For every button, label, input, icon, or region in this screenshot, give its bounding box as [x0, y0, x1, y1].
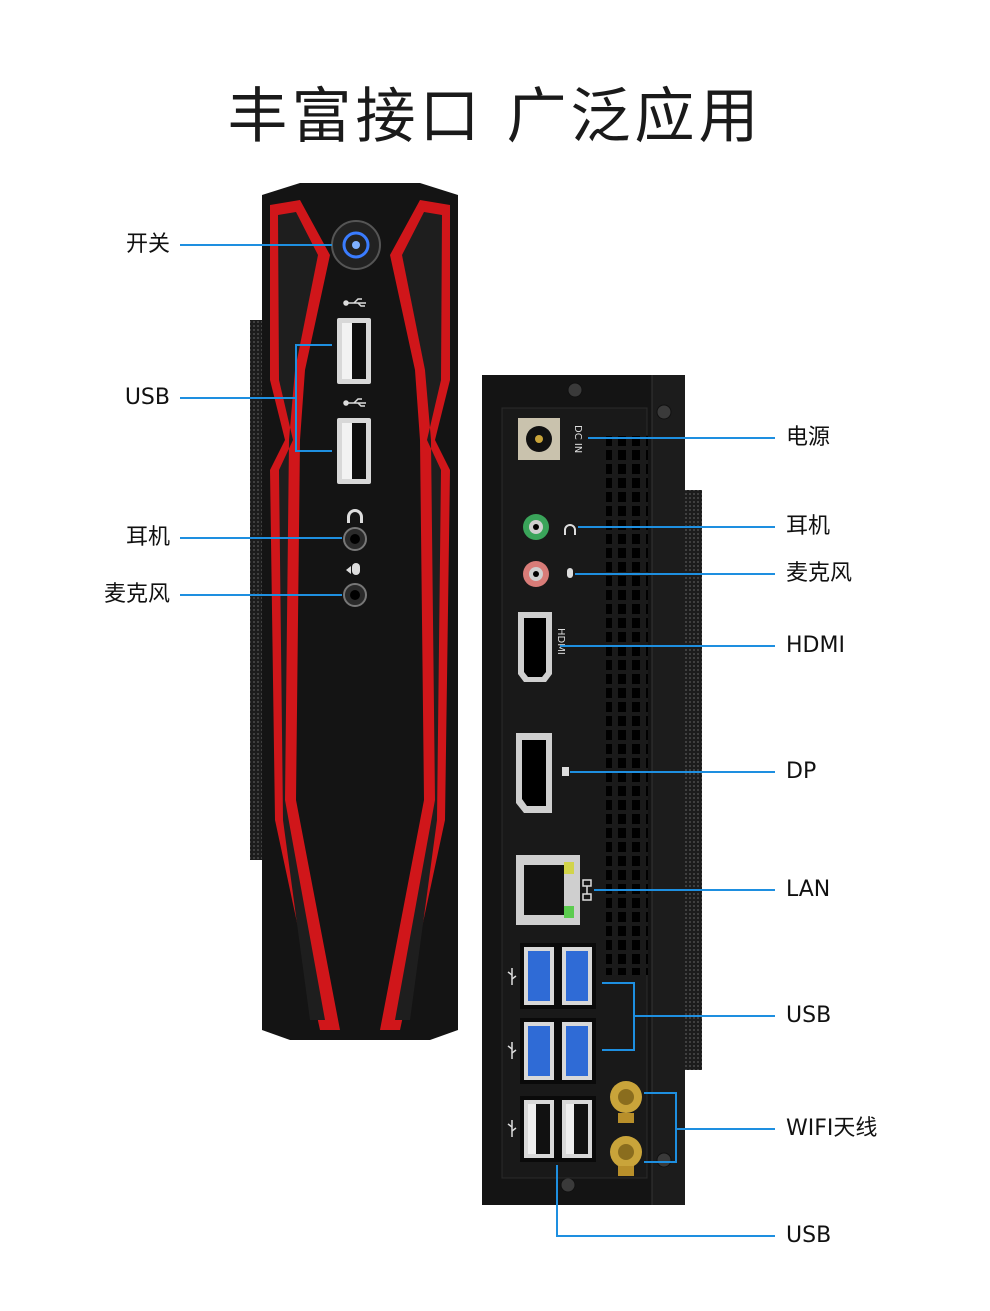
page-title: 丰富接口 广泛应用: [227, 82, 763, 152]
back-unit: DC IN HDMI: [482, 375, 702, 1205]
dc-in-text: DC IN: [572, 425, 583, 453]
label-back-usb2: USB: [786, 1223, 832, 1248]
back-vent-grid: [606, 435, 648, 975]
label-dc: 电源: [786, 425, 831, 450]
hdmi-port-text: HDMI: [555, 628, 566, 655]
usb-icon: [507, 968, 517, 985]
label-back-usb3: USB: [786, 1003, 832, 1028]
usb-icon: [343, 298, 366, 307]
label-wifi: WIFI天线: [786, 1116, 878, 1141]
label-back-mic: 麦克风: [786, 561, 853, 586]
label-lan: LAN: [786, 877, 831, 902]
usb-icon: [343, 398, 366, 407]
usb-icon: [507, 1120, 517, 1137]
front-unit: [250, 183, 458, 1040]
back-side-vent: [684, 490, 702, 1070]
dp-icon: [562, 767, 569, 776]
label-front-mic: 麦克风: [103, 582, 170, 607]
label-front-headphone: 耳机: [125, 525, 170, 550]
mic-icon: [346, 563, 360, 575]
headphone-icon: [347, 509, 363, 523]
lan-icon: [582, 879, 592, 901]
label-power: 开关: [125, 232, 170, 257]
mic-icon: [567, 568, 573, 578]
wifi-antenna-connector-1[interactable]: [610, 1081, 642, 1123]
headphone-icon: [564, 524, 576, 535]
label-hdmi: HDMI: [786, 633, 845, 658]
wifi-antenna-connector-2[interactable]: [610, 1136, 642, 1176]
front-chassis: [262, 183, 458, 1040]
label-front-usb: USB: [124, 385, 170, 410]
label-back-headphone: 耳机: [786, 514, 831, 539]
back-callout-lines: [556, 437, 775, 1237]
front-callout-lines: [180, 244, 342, 596]
label-dp: DP: [786, 759, 817, 784]
usb-icon: [507, 1042, 517, 1059]
